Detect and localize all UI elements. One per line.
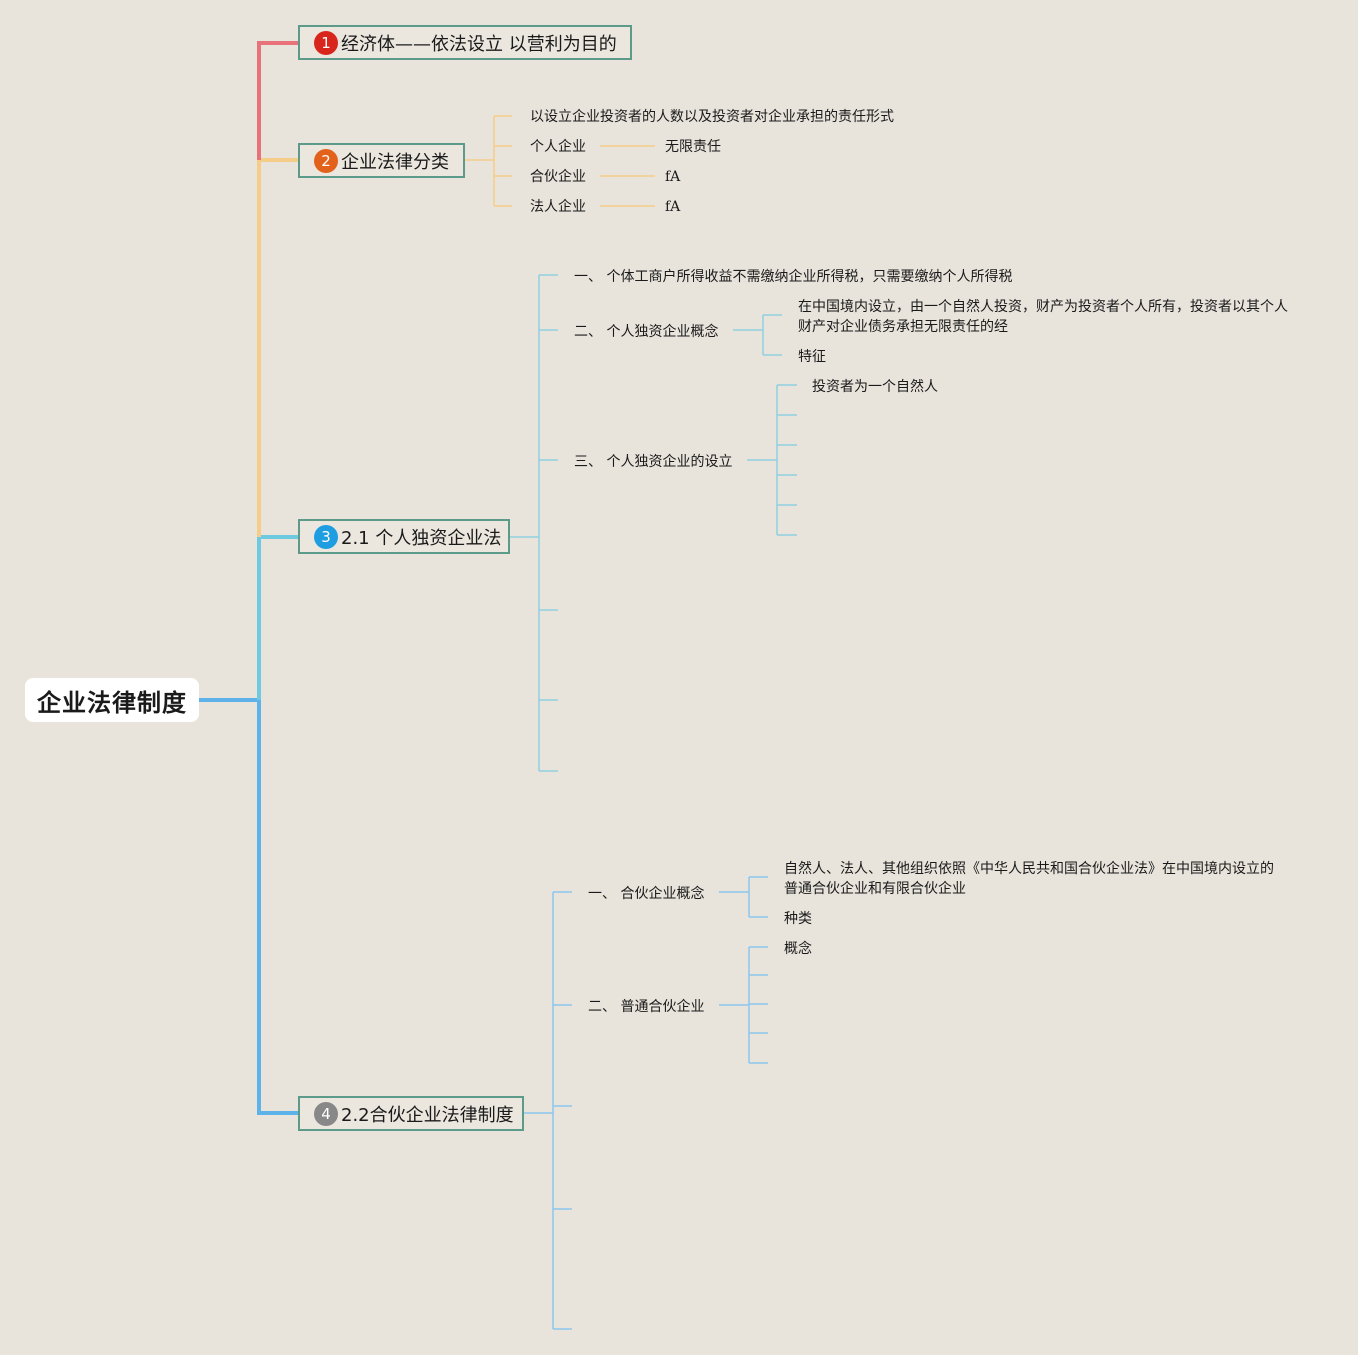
topic-4[interactable]: 4 2.2合伙企业法律制度 [298,1096,524,1131]
number-badge-icon: 3 [314,524,338,549]
topic-3[interactable]: 3 2.1 个人独资企业法 [298,519,510,554]
root-label: 企业法律制度 [37,688,187,717]
sole-proprietorship-item-2[interactable]: 二、 个人独资企业概念 [574,324,719,340]
topic-label: 2.1 个人独资企业法 [341,527,502,549]
general-partnership-concept[interactable]: 概念 [784,941,812,957]
enterprise-liability[interactable]: fA [665,169,681,185]
topic-label: 2.2合伙企业法律制度 [341,1104,514,1126]
number-badge-icon: 4 [314,1101,338,1126]
establishment-condition[interactable]: 投资者为一个自然人 [812,379,938,395]
topic-2[interactable]: 2 企业法律分类 [298,143,465,178]
enterprise-liability[interactable]: fA [665,199,681,215]
topic-1[interactable]: 1 经济体——依法设立 以营利为目的 [298,25,632,60]
sole-proprietorship-feature[interactable]: 特征 [798,349,826,365]
number-badge-icon: 2 [314,148,338,173]
sole-proprietorship-definition[interactable]: 在中国境内设立，由一个自然人投资，财产为投资者个人所有，投资者以其个人财产对企业… [798,299,1288,335]
enterprise-liability[interactable]: 无限责任 [665,139,721,155]
root-topic[interactable]: 企业法律制度 [25,678,199,722]
partnership-definition[interactable]: 自然人、法人、其他组织依照《中华人民共和国合伙企业法》在中国境内设立的普通合伙企… [784,861,1274,897]
partnership-types[interactable]: 种类 [784,911,812,927]
number-badge-icon: 1 [314,30,338,55]
topic-label: 企业法律分类 [341,151,449,173]
sole-proprietorship-item-1[interactable]: 一、 个体工商户所得收益不需缴纳企业所得税，只需要缴纳个人所得税 [574,269,1013,285]
enterprise-type[interactable]: 个人企业 [530,139,586,155]
topic-label: 经济体——依法设立 以营利为目的 [341,33,617,55]
enterprise-type[interactable]: 法人企业 [530,199,586,215]
partnership-item-1[interactable]: 一、 合伙企业概念 [588,886,705,902]
partnership-item-2[interactable]: 二、 普通合伙企业 [588,999,705,1015]
enterprise-type[interactable]: 合伙企业 [530,169,586,185]
classification-intro[interactable]: 以设立企业投资者的人数以及投资者对企业承担的责任形式 [530,109,894,125]
sole-proprietorship-item-3[interactable]: 三、 个人独资企业的设立 [574,454,733,470]
